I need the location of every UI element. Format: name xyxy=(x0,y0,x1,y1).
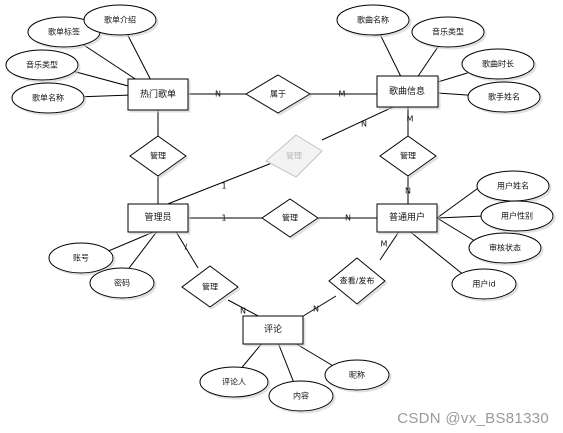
label-view-publish: 查看/发布 xyxy=(340,276,375,286)
attr-song-name xyxy=(336,4,410,36)
entity-user xyxy=(376,203,438,233)
label-password: 密码 xyxy=(114,278,130,288)
attr-songlist-intro xyxy=(83,4,157,36)
card-user-comment-n: N xyxy=(313,305,319,314)
line-user-view-publish xyxy=(379,229,401,261)
label-manage-songinfo: 管理 xyxy=(400,151,416,161)
card-admin-comment-n: N xyxy=(240,307,246,316)
label-admin: 管理员 xyxy=(144,211,171,223)
entity-admin xyxy=(127,203,189,233)
card-belongs-m: M xyxy=(339,90,346,99)
attr-music-type-left xyxy=(5,49,79,81)
label-content: 内容 xyxy=(293,391,309,401)
line-user-id xyxy=(407,229,471,281)
line-manage-comment xyxy=(227,299,263,319)
card-admin-comment-1: / xyxy=(185,243,188,252)
label-song-name: 歌曲名称 xyxy=(357,15,389,25)
card-song-user-n: N xyxy=(405,187,411,196)
attr-commenter xyxy=(199,366,269,398)
label-songlist-name: 歌单名称 xyxy=(32,93,64,103)
attr-nickname xyxy=(324,359,390,391)
attr-user-id xyxy=(451,268,517,300)
label-user-name: 用户姓名 xyxy=(497,181,529,191)
line-user-name xyxy=(436,185,482,219)
label-comment: 评论 xyxy=(264,323,282,335)
attr-user-gender xyxy=(480,200,554,232)
label-account: 账号 xyxy=(73,254,89,263)
entity-song-info xyxy=(376,75,439,108)
relation-manage-comment xyxy=(181,265,239,308)
attr-password xyxy=(89,267,155,299)
label-songlist-intro: 歌单介绍 xyxy=(104,15,136,25)
entity-hot-songlist xyxy=(127,78,189,111)
relation-belongs xyxy=(245,74,311,114)
relation-manage-user xyxy=(261,198,319,238)
watermark: CSDN @vx_BS81330 xyxy=(397,410,549,427)
label-music-type-left: 音乐类型 xyxy=(26,60,58,70)
attr-music-type-right xyxy=(411,16,485,48)
card-admin-user-1: 1 xyxy=(221,214,226,223)
attr-song-duration xyxy=(461,48,535,80)
relation-manage-songlist xyxy=(129,135,187,177)
line-admin-manage-song xyxy=(159,162,273,208)
card-belongs-n: N xyxy=(215,90,221,99)
label-review-status: 审核状态 xyxy=(489,243,521,253)
label-manage-user: 管理 xyxy=(282,213,298,223)
attr-singer-name xyxy=(467,81,541,113)
label-manage-comment: 管理 xyxy=(202,282,218,292)
line-user-gender xyxy=(436,215,485,219)
relation-manage-songinfo xyxy=(379,135,437,177)
label-song-duration: 歌曲时长 xyxy=(482,59,514,69)
label-belongs: 属于 xyxy=(270,90,286,99)
label-manage-song: 管理 xyxy=(286,151,302,161)
attr-content xyxy=(268,380,334,412)
attr-songlist-name xyxy=(11,82,85,114)
label-user: 普通用户 xyxy=(389,211,425,223)
relation-view-publish xyxy=(328,257,386,305)
label-nickname: 昵称 xyxy=(349,370,365,380)
label-singer-name: 歌手姓名 xyxy=(488,92,520,102)
label-song-info: 歌曲信息 xyxy=(389,85,425,97)
line-manage-song-info xyxy=(321,106,394,141)
card-admin-user-n: N xyxy=(345,214,351,223)
label-songlist-tag: 歌单标签 xyxy=(48,27,80,37)
card-song-user-m: M xyxy=(407,115,414,124)
label-user-id: 用户id xyxy=(472,279,495,289)
card-admin-song-n: N xyxy=(361,120,367,129)
label-user-gender: 用户性别 xyxy=(501,211,533,221)
attr-review-status xyxy=(468,232,542,264)
card-admin-song-1: 1 xyxy=(221,182,226,191)
label-commenter: 评论人 xyxy=(222,377,246,387)
label-hot-songlist: 热门歌单 xyxy=(140,88,176,100)
attr-account xyxy=(48,242,114,274)
relation-manage-song xyxy=(265,134,323,178)
card-user-comment-m: M xyxy=(381,240,388,249)
label-manage-songlist: 管理 xyxy=(150,151,166,161)
entity-comment xyxy=(242,315,304,345)
line-view-publish-comment xyxy=(299,295,337,319)
line-admin-manage-comment xyxy=(174,229,199,269)
label-music-type-right: 音乐类型 xyxy=(432,27,464,37)
